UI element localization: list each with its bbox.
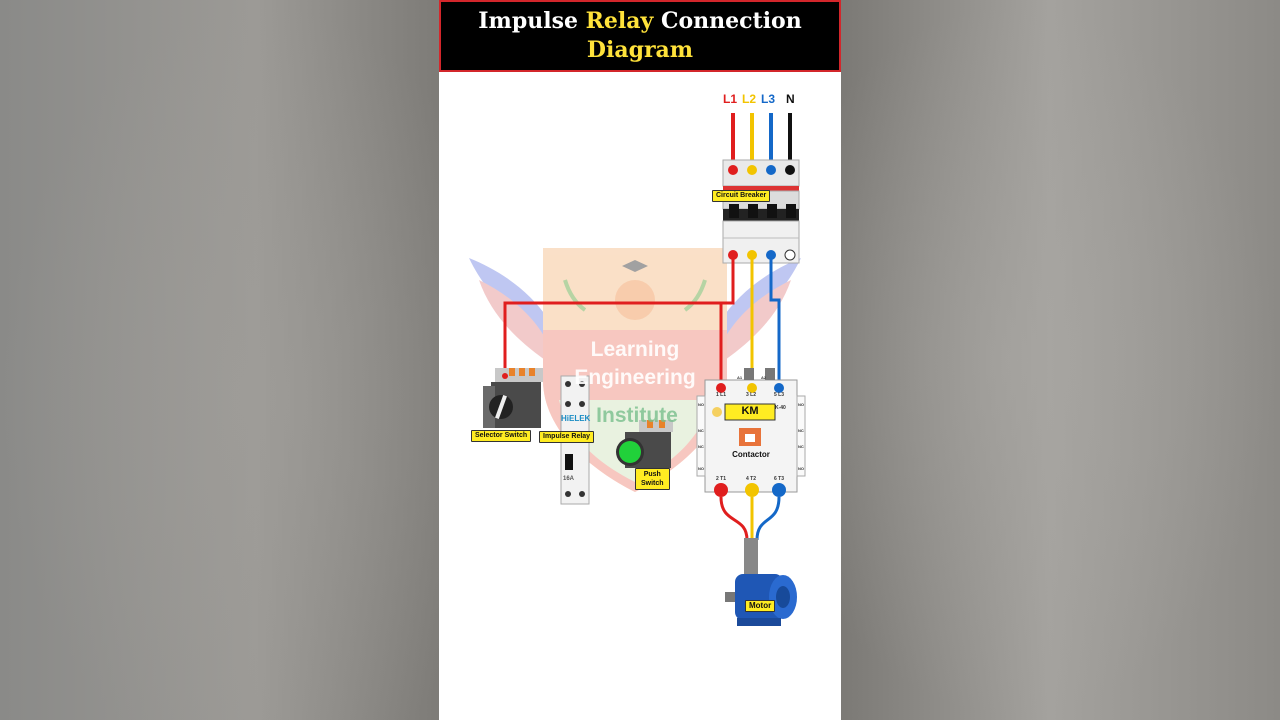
title-part-3: Connection bbox=[653, 8, 802, 34]
push-switch[interactable] bbox=[616, 420, 673, 468]
contactor-side-left-low: NC bbox=[698, 444, 704, 449]
circuit-breaker[interactable] bbox=[722, 159, 800, 264]
contactor-aux-a2: A2 bbox=[761, 375, 767, 380]
supply-label-l1: L1 bbox=[723, 92, 738, 106]
diagram-panel: Impulse Relay Connection Diagram bbox=[439, 0, 841, 720]
watermark-line-1: Learning bbox=[590, 338, 680, 361]
contactor-top-terminals bbox=[716, 383, 784, 393]
contactor-terminal-5l3: 5 L3 bbox=[774, 392, 785, 398]
contactor-type: Contactor bbox=[732, 450, 770, 459]
impulse-relay-label: Impulse Relay bbox=[539, 431, 595, 443]
title-bar: Impulse Relay Connection Diagram bbox=[439, 0, 841, 72]
supply-label-l2: L2 bbox=[742, 92, 757, 106]
contactor-bottom-terminals bbox=[714, 483, 786, 497]
contactor[interactable] bbox=[696, 368, 806, 493]
relay-rating: 16A bbox=[563, 476, 575, 482]
title-line-2: Diagram bbox=[586, 37, 694, 63]
title-part-2: Relay bbox=[585, 8, 654, 34]
relay-brand: HiELEK bbox=[561, 414, 591, 423]
circuit-breaker-label: Circuit Breaker bbox=[712, 190, 771, 202]
left-blur-background bbox=[0, 0, 439, 720]
selector-switch-label: Selector Switch bbox=[471, 430, 532, 442]
contactor-side-right-low: NC bbox=[798, 444, 804, 449]
supply-label-n: N bbox=[786, 92, 795, 106]
selector-switch[interactable] bbox=[483, 368, 543, 428]
title-part-1: Impulse bbox=[478, 8, 586, 34]
push-switch-label: Push Switch bbox=[635, 468, 670, 490]
contactor-side-right-bottom: NO bbox=[798, 466, 804, 471]
supply-label-l3: L3 bbox=[761, 92, 776, 106]
motor[interactable] bbox=[725, 574, 797, 626]
contactor-terminal-2t1: 2 T1 bbox=[716, 476, 727, 482]
motor-wires bbox=[719, 496, 781, 578]
right-blur-background bbox=[841, 0, 1280, 720]
contactor-side-left-mid: NC bbox=[698, 428, 704, 433]
contactor-terminal-1l1: 1 L1 bbox=[716, 392, 727, 398]
contactor-name: KM bbox=[741, 405, 759, 417]
power-wires bbox=[503, 255, 781, 388]
contactor-side-right-mid: NC bbox=[798, 428, 804, 433]
contactor-side-left-top: NO bbox=[698, 402, 704, 407]
watermark-line-2: Engineering bbox=[574, 366, 696, 389]
contactor-terminal-6t3: 6 T3 bbox=[774, 476, 785, 482]
breaker-top-terminals bbox=[728, 165, 795, 175]
contactor-terminal-4t2: 4 T2 bbox=[746, 476, 757, 482]
contactor-aux-a1: A1 bbox=[737, 375, 743, 380]
motor-label: Motor bbox=[745, 600, 776, 612]
push-switch-label-line-2: Switch bbox=[641, 480, 664, 487]
contactor-side-left-bottom: NO bbox=[698, 466, 704, 471]
contactor-side-right-top: NO bbox=[798, 402, 804, 407]
title-line-1: Impulse Relay Connection bbox=[441, 7, 839, 36]
push-switch-label-line-1: Push bbox=[643, 471, 661, 478]
contactor-model: K-40 bbox=[775, 405, 786, 411]
watermark-line-3: Institute bbox=[596, 404, 678, 427]
contactor-terminal-3l2: 3 L2 bbox=[746, 392, 757, 398]
